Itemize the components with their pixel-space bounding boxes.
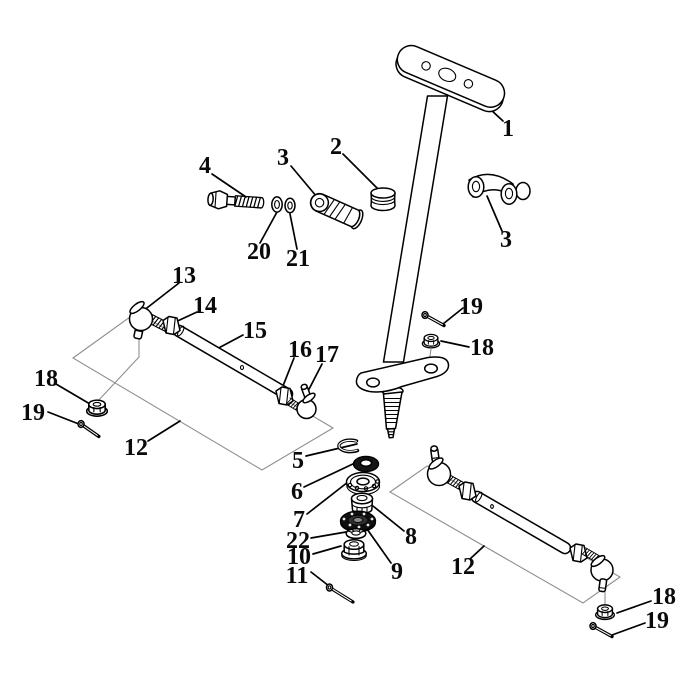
lock-washer <box>271 196 283 213</box>
leader-13 <box>142 282 180 312</box>
splined-stem <box>382 391 403 439</box>
leader-7 <box>306 481 349 515</box>
ref-line-left-stud-to-nut <box>96 333 140 403</box>
tie-rod-end-right-lower <box>581 547 614 593</box>
callout-6: 6 <box>291 479 303 505</box>
callout-14: 14 <box>193 293 217 319</box>
callout-7: 7 <box>293 507 305 533</box>
callout-3-right: 3 <box>500 227 512 253</box>
callout-10: 10 <box>287 544 311 570</box>
callout-12-right: 12 <box>451 554 475 580</box>
callout-19-left: 19 <box>21 400 45 426</box>
lower-bracket <box>355 356 450 393</box>
callout-18-lower-right: 18 <box>652 584 676 610</box>
stem-bushing <box>350 492 374 515</box>
tie-rod-assembly-right <box>426 445 614 593</box>
leader-2 <box>342 153 380 191</box>
handlebar-plate <box>395 44 506 113</box>
callout-19-upper-right: 19 <box>459 294 483 320</box>
callout-12-left: 12 <box>124 435 148 461</box>
dust-seal <box>352 455 380 473</box>
tie-rod-assembly-left <box>128 300 317 420</box>
cotter-pin-lower-right <box>588 620 614 639</box>
tie-rod-right <box>470 490 572 555</box>
castle-nut-lower-right <box>594 604 616 621</box>
stem-nut <box>340 538 368 562</box>
shaft-tube <box>382 95 449 363</box>
leader-8 <box>372 505 405 532</box>
tie-rod-end-left <box>128 300 174 340</box>
reference-lines <box>71 311 622 607</box>
leader-21 <box>289 213 298 250</box>
assembly-box-right <box>388 465 622 604</box>
tie-rod-left <box>172 324 294 401</box>
leader-12-left <box>147 420 181 442</box>
leader-20 <box>259 211 278 244</box>
callout-5: 5 <box>292 448 304 474</box>
cotter-pin-left <box>75 418 102 439</box>
leader-18-upper-right <box>440 340 470 348</box>
tie-rod-end-right-upper <box>426 445 470 493</box>
clamp-bolt <box>207 190 265 210</box>
snap-ring <box>337 438 360 454</box>
bearing-plate <box>339 510 377 533</box>
leader-3-right <box>486 195 503 232</box>
leader-18-left <box>55 383 91 405</box>
leader-11 <box>310 571 330 587</box>
tie-rod-nut-right-lower <box>569 543 588 563</box>
callout-3-left: 3 <box>277 145 289 171</box>
callout-4: 4 <box>199 153 211 179</box>
shaft-bushing <box>370 187 396 212</box>
callout-18-upper-right: 18 <box>470 335 494 361</box>
callout-1: 1 <box>502 116 514 142</box>
leader-18-lower-right <box>616 600 652 614</box>
washer-cup <box>345 527 367 540</box>
leader-19-lower-right <box>611 622 646 636</box>
leader-22 <box>310 531 347 539</box>
flat-washer <box>284 197 296 214</box>
callout-20: 20 <box>247 239 271 265</box>
tie-rod-nut-inner <box>275 386 294 406</box>
castle-nut-upper-right <box>421 333 441 349</box>
leader-6 <box>303 462 356 488</box>
callout-16: 16 <box>288 337 312 363</box>
callout-19-lower-right: 19 <box>645 608 669 634</box>
tie-rod-nut-right-upper <box>458 481 477 501</box>
callout-11: 11 <box>285 563 309 589</box>
castle-nut-left <box>85 399 109 417</box>
assembly-box-left <box>71 311 335 471</box>
leader-19-upper-right <box>442 307 464 325</box>
callout-8: 8 <box>405 524 417 550</box>
leader-9 <box>366 528 392 564</box>
cotter-pin-upper-right <box>420 309 446 328</box>
tie-rod-end-inner <box>285 383 317 420</box>
callout-13: 13 <box>172 263 196 289</box>
tie-rod-nut-left <box>162 315 181 336</box>
callout-15: 15 <box>243 318 267 344</box>
leader-10 <box>312 545 342 555</box>
leader-12-right <box>469 545 485 560</box>
leader-3-left <box>290 165 318 198</box>
clamp-left <box>309 192 364 230</box>
leader-4 <box>211 173 247 198</box>
callout-17: 17 <box>315 342 339 368</box>
bearing-race <box>345 471 381 495</box>
leader-5 <box>305 443 358 457</box>
callout-9: 9 <box>391 559 403 585</box>
callout-22: 22 <box>286 528 310 554</box>
clamp-right <box>467 173 531 205</box>
callout-18-left: 18 <box>34 366 58 392</box>
cotter-pin-stem <box>325 583 355 604</box>
callout-2: 2 <box>330 134 342 160</box>
steering-shaft <box>355 44 506 439</box>
callout-21: 21 <box>286 246 310 272</box>
